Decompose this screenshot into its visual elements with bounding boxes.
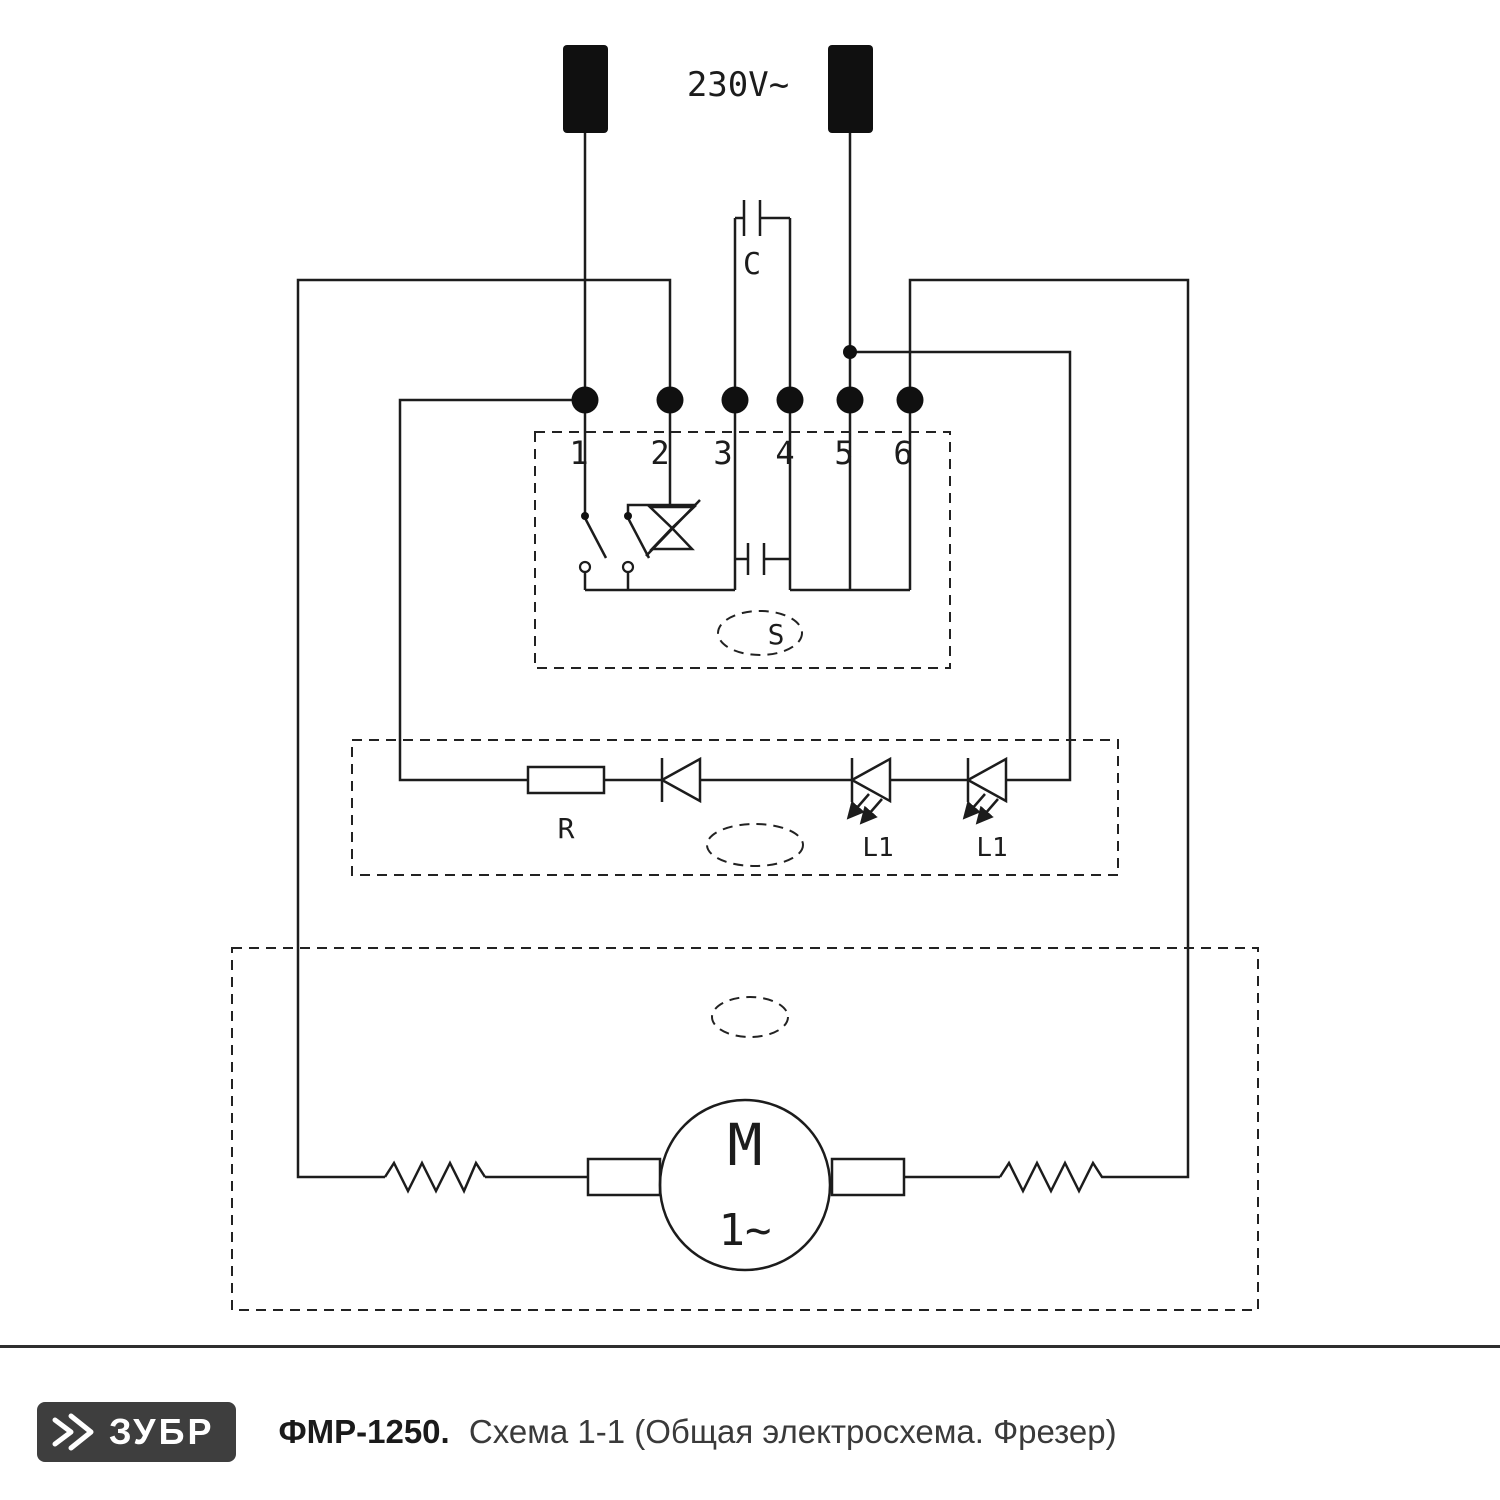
voltage-label: 230V~ — [687, 65, 789, 105]
open-contacts — [578, 560, 635, 574]
zubr-logo-mark-icon — [52, 1413, 94, 1451]
switch-block-outline — [534, 431, 951, 669]
motor-block-outline — [231, 947, 1259, 1311]
terminal-label-2: 2 — [650, 434, 669, 472]
field-coil-right — [998, 1160, 1105, 1194]
plug-prong-right — [828, 45, 873, 133]
schema-title: Схема 1-1 (Общая электросхема. Фрезер) — [468, 1413, 1117, 1450]
model-number: ФМР-1250. — [278, 1413, 450, 1450]
wire-left-loop — [296, 278, 672, 1179]
resistor-label: R — [558, 812, 575, 845]
diode-triangle — [659, 756, 702, 804]
wiring-diagram: 230V~ C 1 2 3 4 5 6 S R L1 L1 M 1~ — [231, 45, 1259, 1311]
wiring-lines — [296, 133, 1190, 1272]
led-oval — [706, 823, 804, 867]
filled-elements — [563, 45, 924, 520]
led2-label: L1 — [976, 833, 1007, 863]
switch-mech-triangle-upper — [646, 505, 698, 530]
led1-triangle — [849, 756, 892, 804]
field-coil-left — [383, 1160, 487, 1194]
brand-name: ЗУБР — [109, 1411, 215, 1452]
footer: ЗУБР ФМР-1250. Схема 1-1 (Общая электрос… — [0, 1345, 1500, 1500]
switch-link — [626, 503, 648, 514]
footer-divider — [0, 1345, 1500, 1348]
terminal-label-6: 6 — [893, 434, 912, 472]
junction-dot — [843, 345, 857, 359]
diagram-caption: ФМР-1250. Схема 1-1 (Общая электросхема.… — [278, 1413, 1116, 1451]
plug-prong-left — [563, 45, 608, 133]
terminal-label-4: 4 — [775, 434, 794, 472]
switch-blade-1 — [583, 517, 608, 559]
wire-terminal1-to-resistor — [398, 398, 585, 782]
wire-junction-to-leds — [850, 350, 1072, 782]
motor-phase-label: 1~ — [719, 1205, 772, 1256]
terminal-dot-2 — [656, 386, 684, 414]
switch-mech-diagonal — [645, 499, 701, 557]
switch-blade-2 — [626, 517, 651, 559]
motor-label: M — [728, 1111, 763, 1179]
zubr-logo: ЗУБР — [37, 1402, 237, 1462]
switch-open-contact-1 — [578, 560, 592, 574]
terminal-dot-4 — [776, 386, 804, 414]
switch-label: S — [768, 618, 785, 651]
motor-oval — [711, 996, 789, 1038]
terminal-dot-3 — [721, 386, 749, 414]
capacitor-label: C — [743, 247, 761, 282]
brush-right — [830, 1157, 906, 1197]
terminal-label-1: 1 — [569, 434, 588, 472]
led-block-outline — [351, 739, 1119, 876]
dashed-enclosures — [231, 431, 1259, 1311]
led2-triangle — [965, 756, 1008, 804]
resistor-body — [526, 765, 606, 795]
wire-right-loop — [908, 278, 1190, 1179]
footer-row: ЗУБР ФМР-1250. Схема 1-1 (Общая электрос… — [37, 1402, 1500, 1462]
led2-arrow-b — [975, 798, 999, 825]
terminal-dot-6 — [896, 386, 924, 414]
led1-arrow-a — [846, 793, 870, 820]
switch-contact-dot-2 — [624, 512, 632, 520]
brush-left — [586, 1157, 662, 1197]
terminal-dot-1 — [571, 386, 599, 414]
switch-oval — [717, 610, 803, 656]
led2-arrow-a — [962, 793, 986, 820]
switch-mech-triangle-lower — [649, 526, 695, 551]
led1-label: L1 — [862, 833, 893, 863]
led1-arrow-b — [859, 798, 883, 825]
terminal-label-3: 3 — [713, 434, 732, 472]
switch-open-contact-2 — [621, 560, 635, 574]
switch-contact-dot-1 — [581, 512, 589, 520]
terminal-label-5: 5 — [834, 434, 853, 472]
motor-circle — [658, 1098, 832, 1272]
terminal-dot-5 — [836, 386, 864, 414]
